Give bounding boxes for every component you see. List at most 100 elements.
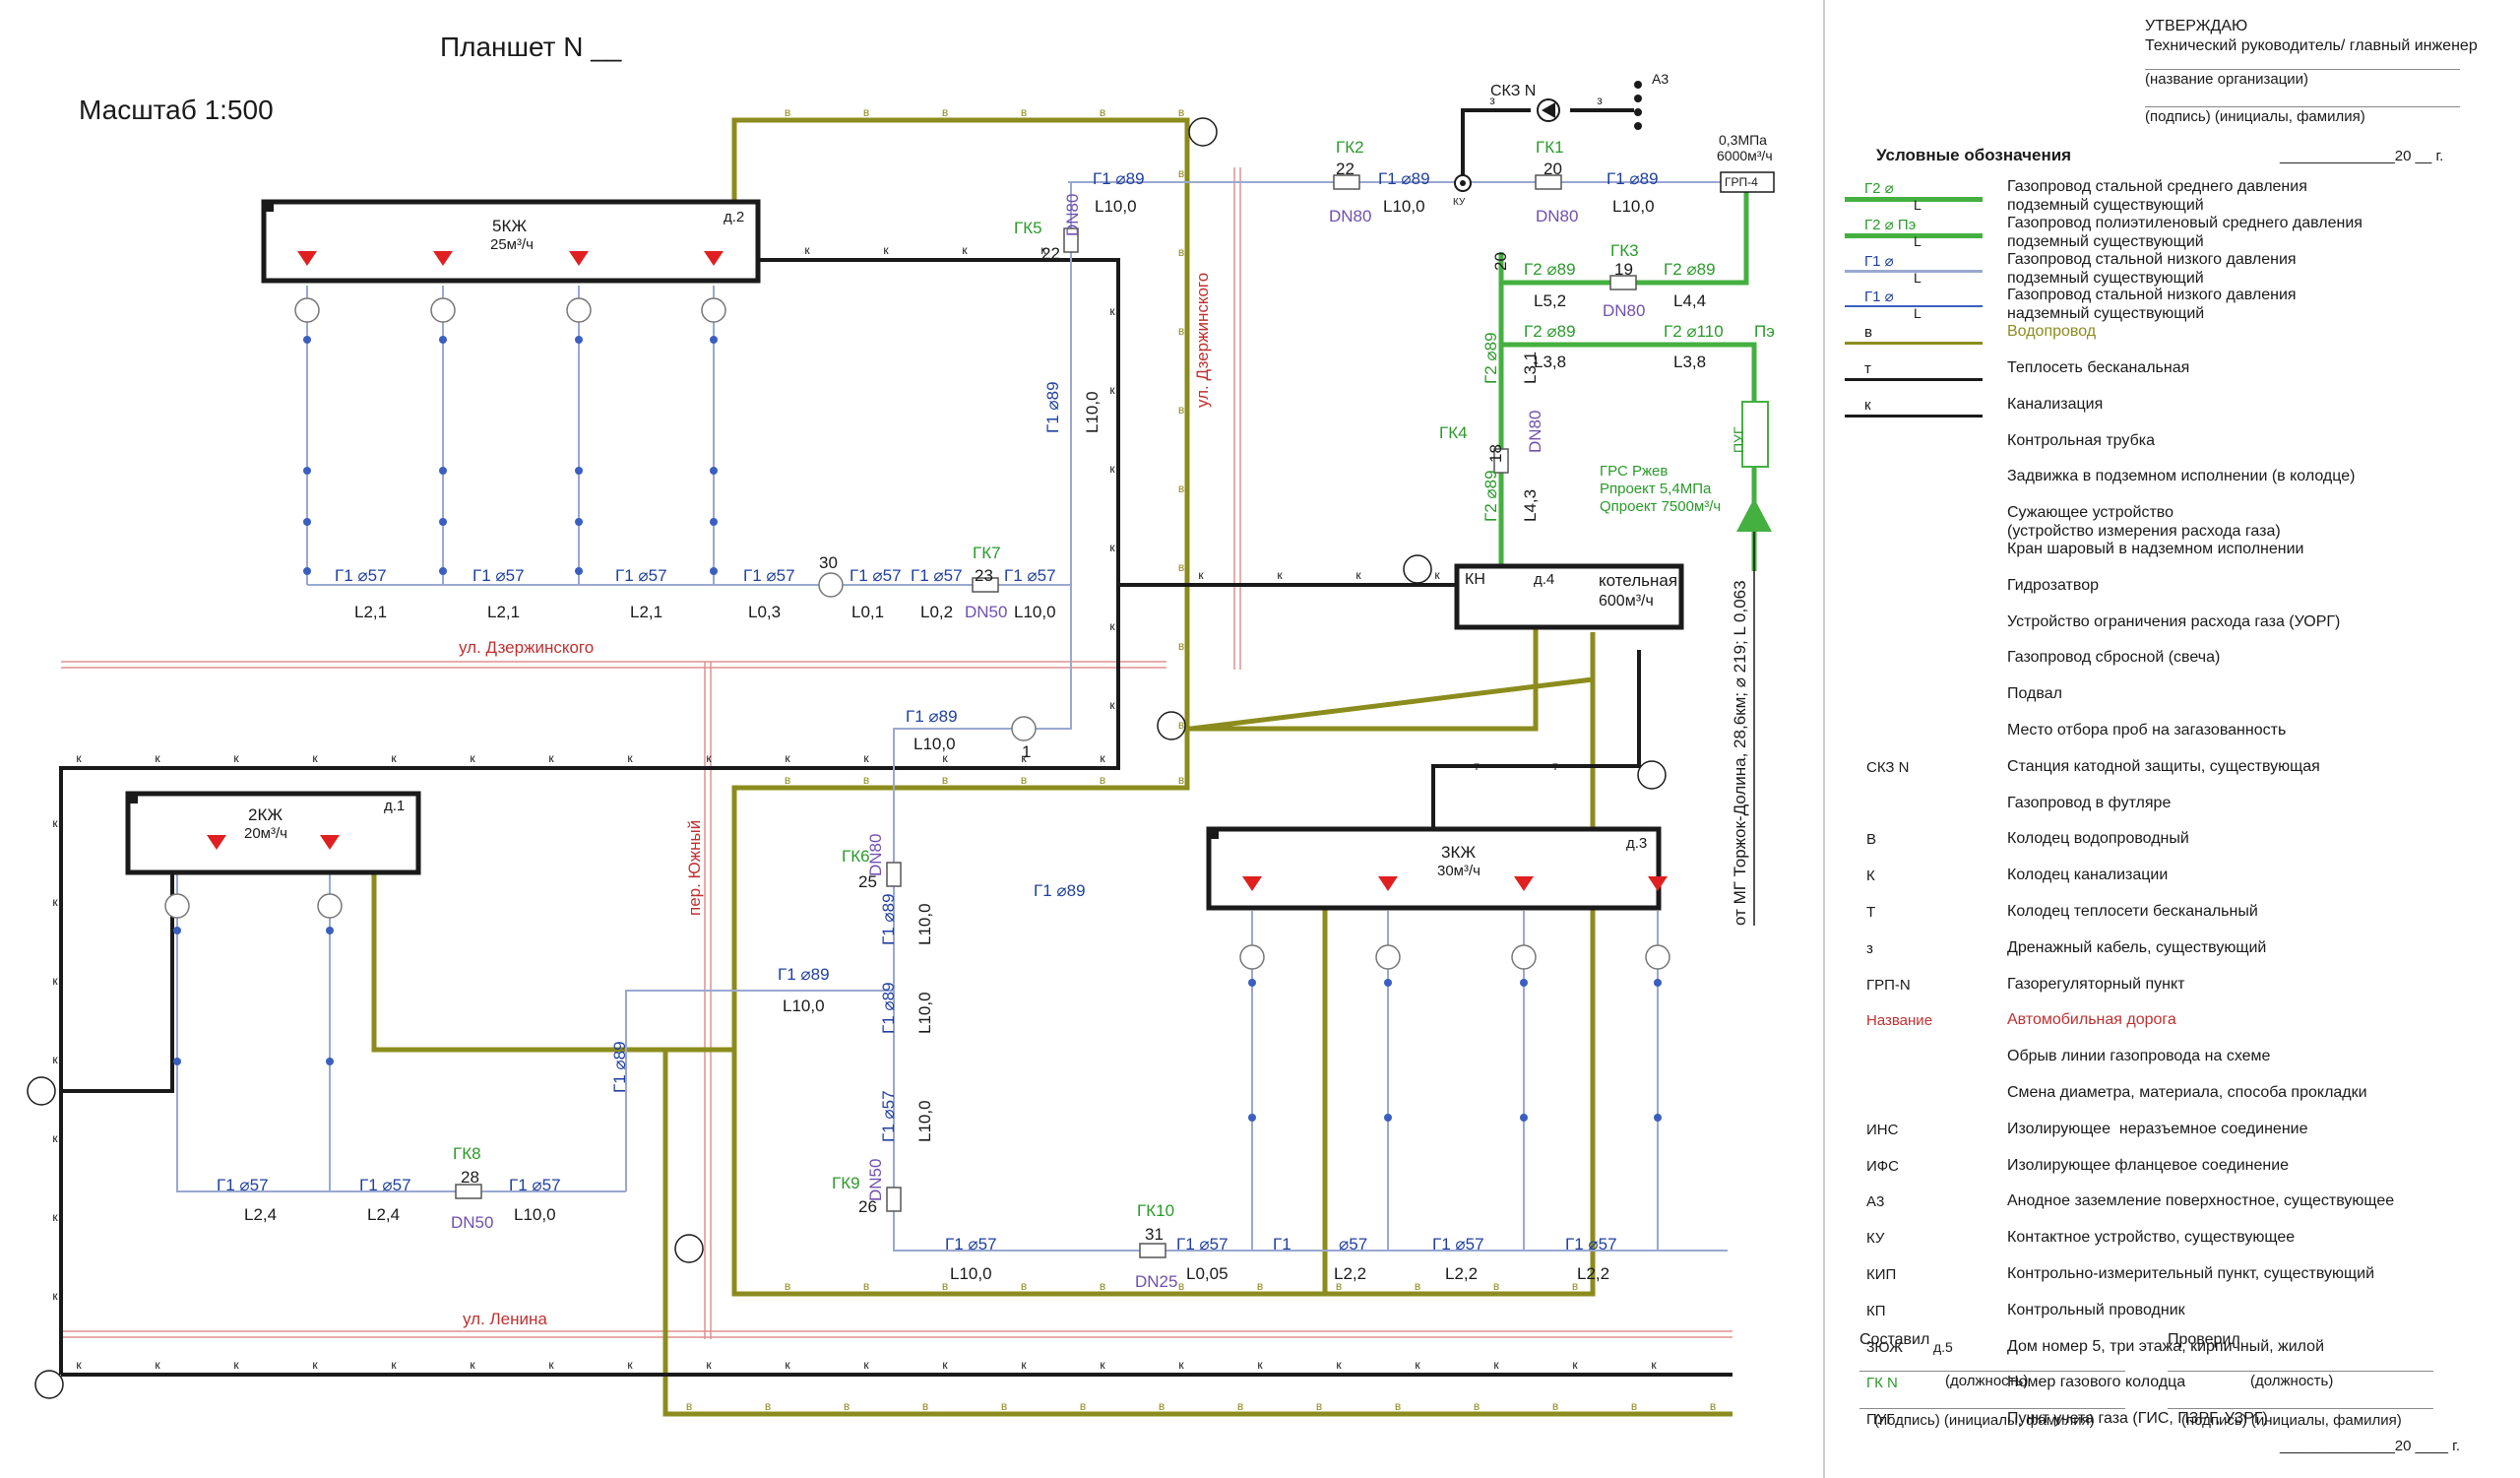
pipe-marker: к	[1415, 1358, 1420, 1372]
pipe-marker: в	[785, 773, 790, 787]
pipe-marker: т	[1552, 759, 1558, 773]
building-2kzh-number: д.1	[384, 798, 406, 814]
legend-item-symbol: з	[1866, 939, 1873, 957]
pipe-label-vertical: Г2 ⌀89	[1481, 332, 1500, 384]
pipe-label: L0,1	[851, 603, 885, 621]
pipe-label: Г1 ⌀57	[217, 1176, 269, 1194]
pipe-marker: в	[1552, 1399, 1558, 1413]
pipe-label: ГК4	[1439, 423, 1468, 442]
legend-item-text: Станция катодной защиты, существующая	[2007, 757, 2320, 775]
pipe-label: Пэ	[1754, 322, 1775, 341]
pipe-label: Г2 ⌀89	[1524, 322, 1576, 341]
legend-line-swatch	[1845, 269, 1983, 273]
pipe-marker: в	[1178, 166, 1184, 180]
pipe-marker: к	[155, 1358, 160, 1372]
legend-item-text: Автомобильная дорога	[2007, 1011, 2176, 1029]
pipe-marker: в	[1631, 1399, 1637, 1413]
pipe-marker: к	[548, 1358, 554, 1372]
pipe-label: L0,2	[920, 603, 954, 621]
pipe-label: ⌀57	[1339, 1235, 1368, 1253]
pipe-label-vertical: Г1 ⌀89	[879, 893, 898, 945]
legend-item-symbol: т	[1864, 360, 1871, 377]
pipe-marker: в	[1415, 1279, 1420, 1293]
sewage-pipeline	[59, 258, 1732, 1377]
pipe-label-vertical: DN80	[866, 833, 885, 876]
legend-item-text: Место отбора проб на загазованность	[2007, 722, 2287, 739]
pipe-marker: в	[1178, 403, 1184, 417]
pipe-label-vertical: L10,0	[1083, 391, 1102, 433]
pipe-marker: к	[1257, 1358, 1263, 1372]
pipe-label-vertical: L4,3	[1521, 488, 1540, 522]
legend-item-text: Колодец канализации	[2007, 867, 2169, 884]
pipe-marker: к	[1021, 751, 1027, 765]
legend-item-text: Смена диаметра, материала, способа прокл…	[2007, 1084, 2367, 1101]
pipe-marker: в	[1178, 324, 1184, 338]
pipe-label: ГК8	[453, 1144, 481, 1163]
legend-item-text: Колодец водопроводный	[2007, 830, 2189, 848]
legend-item-text: Обрыв линии газопровода на схеме	[2007, 1048, 2271, 1065]
legend-item-text: Канализация	[2007, 395, 2104, 413]
legend-item-symbol: ИНС	[1866, 1121, 1899, 1138]
legend-item-text: Дренажный кабель, существующий	[2007, 938, 2267, 956]
pipe-marker: к	[52, 974, 58, 988]
sheet-title: Планшет N __	[440, 32, 622, 62]
scale-label: Масштаб 1:500	[79, 95, 274, 125]
pipe-label: Г1 ⌀57	[1176, 1235, 1228, 1253]
pipe-label: DN80	[1329, 207, 1372, 225]
pipe-label: Г1 ⌀57	[509, 1176, 561, 1194]
pipe-label: 1	[1022, 742, 1032, 761]
legend-item-text: Подвал	[2007, 685, 2062, 703]
grs-arrow	[1736, 498, 1772, 532]
legend-item-text: Пункт учета газа (ГИС, ПЗРГ, УЗРГ)	[2007, 1410, 2268, 1428]
pipe-label: L2,1	[630, 603, 663, 621]
pipe-label-vertical: Г1 ⌀89	[610, 1041, 629, 1093]
pipe-marker: к	[627, 1358, 633, 1372]
wells	[27, 117, 1667, 1399]
pipe-label: L2,1	[354, 603, 388, 621]
boiler-number: д.4	[1534, 571, 1555, 588]
legend-item-symbol: в	[1864, 324, 1872, 342]
legend-item-symbol: Г1 ⌀	[1864, 252, 1894, 270]
legend-item-text: Газопровод сбросной (свеча)	[2007, 649, 2221, 667]
pipe-label: L5,2	[1534, 291, 1567, 310]
pipe-marker: к	[470, 751, 475, 765]
legend-item-text: Сужающее устройство (устройство измерени…	[2007, 504, 2281, 541]
pipe-marker: в	[863, 105, 869, 119]
pipe-marker: в	[1178, 718, 1184, 732]
pipe-marker: в	[1178, 560, 1184, 574]
pipe-marker: к	[391, 751, 397, 765]
legend-line-swatch	[1845, 378, 1983, 381]
pipe-label: L10,0	[1014, 603, 1056, 621]
pipe-label: 26	[858, 1197, 877, 1216]
approval-sign: (подпись) (инициалы, фамилия)	[2145, 108, 2365, 125]
pipe-label: ГК9	[832, 1174, 860, 1192]
pipe-label-vertical: Г2 ⌀89	[1481, 470, 1500, 522]
pipe-label: 31	[1145, 1225, 1164, 1244]
pipe-label: L10,0	[1612, 197, 1655, 216]
building-3kzh-number: д.3	[1626, 835, 1648, 852]
drainage-cable	[1461, 108, 1634, 181]
signature-date: ______________20 ____ г.	[2280, 1438, 2460, 1454]
pipe-marker: к	[962, 243, 968, 257]
insulating-joints	[164, 297, 1670, 970]
pipe-label: ГК5	[1014, 219, 1042, 237]
pipe-marker: в	[1100, 1279, 1105, 1293]
pipe-label: L0,05	[1186, 1264, 1228, 1283]
pipe-label-vertical: Г1 ⌀89	[1043, 381, 1062, 433]
legend-item-text: Контрольный проводник	[2007, 1301, 2185, 1318]
valves	[455, 174, 1637, 1258]
building-5kzh-name: 5КЖ	[492, 217, 528, 235]
pipe-label-vertical: L10,0	[915, 1100, 934, 1142]
legend-item-symbol: КП	[1866, 1302, 1886, 1319]
pipe-marker: к	[391, 1358, 397, 1372]
legend-item-text: Газопровод стальной низкого давления над…	[2007, 287, 2297, 323]
sampling-points	[207, 251, 1668, 891]
pipe-marker: в	[1336, 1279, 1342, 1293]
pipe-label: L2,1	[487, 603, 521, 621]
pipe-label: L10,0	[783, 996, 825, 1015]
road-lenina	[61, 1330, 1732, 1338]
pipe-label: Г1 ⌀57	[472, 566, 525, 585]
skz-station	[1454, 81, 1642, 192]
main-pipeline-label: от МГ Торжок-Долина, 28,6км; ⌀ 219; L 0,…	[1731, 580, 1749, 926]
pipe-marker: в	[1178, 1279, 1184, 1293]
